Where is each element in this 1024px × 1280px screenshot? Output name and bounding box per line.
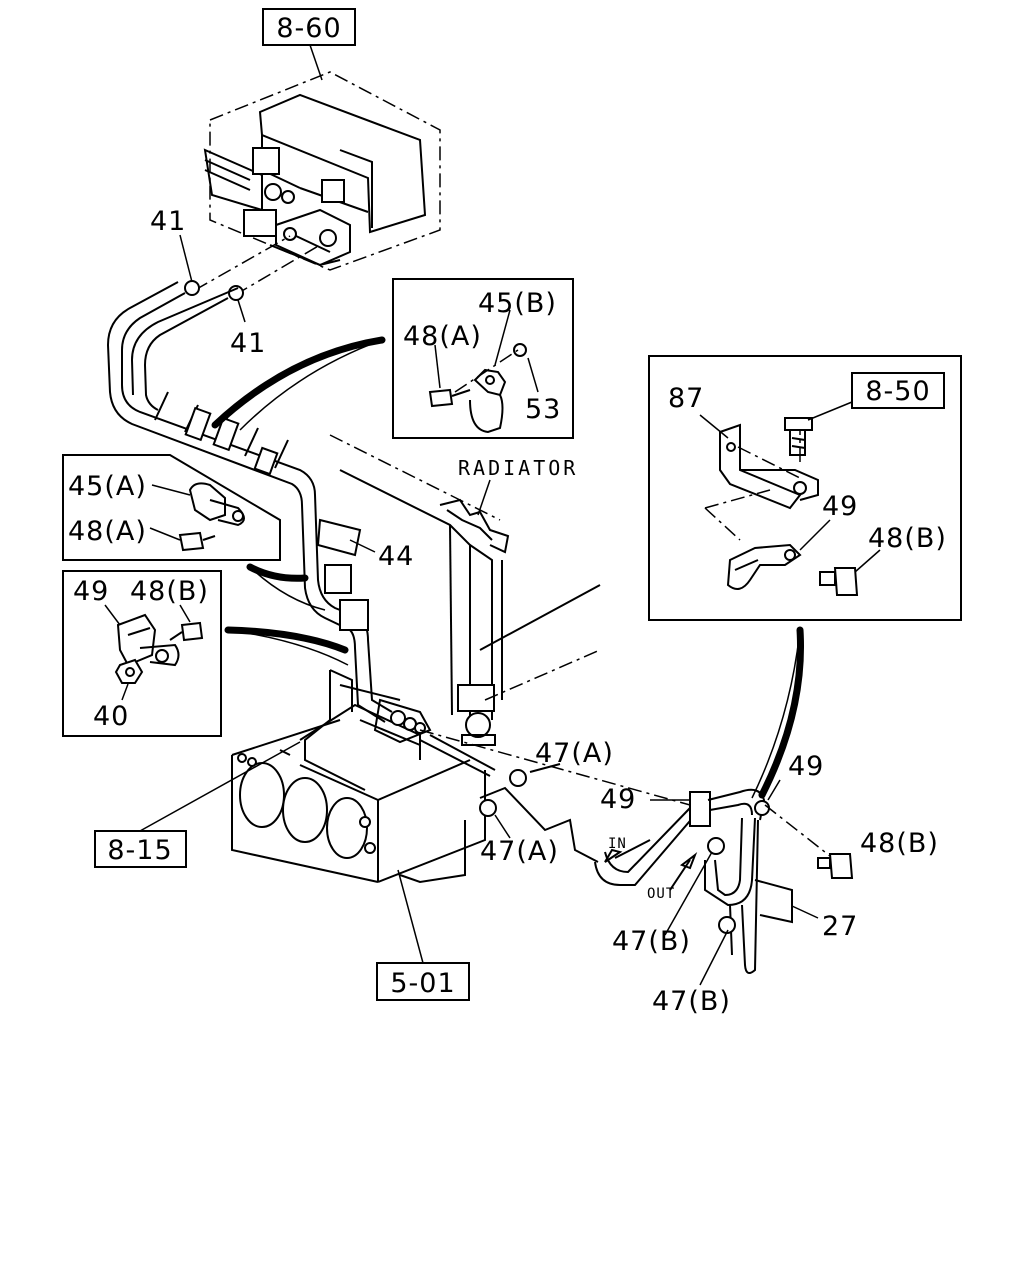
label-47b-bottom: 47(B) — [652, 986, 731, 1017]
label-48b-detail-c: 48(B) — [130, 576, 209, 607]
label-in: IN — [608, 836, 627, 852]
label-41-top: 41 — [150, 206, 186, 237]
detail-box-49-left — [62, 570, 222, 737]
label-47b-top: 47(B) — [612, 926, 691, 957]
label-45a: 45(A) — [68, 471, 147, 502]
label-48a-detail-a: 48(A) — [68, 516, 147, 547]
label-49-left: 49 — [600, 784, 636, 815]
detail-box-45b — [392, 278, 574, 439]
ref-box-8-50[interactable]: 8-50 — [851, 372, 945, 409]
ref-box-5-01[interactable]: 5-01 — [376, 962, 470, 1001]
ref-box-8-15[interactable]: 8-15 — [94, 830, 187, 868]
ref-8-15-label: 8-15 — [107, 835, 172, 866]
label-47a-bottom: 47(A) — [480, 836, 559, 867]
right-pipes — [594, 788, 831, 975]
frame-crossmember — [231, 584, 601, 884]
label-48b-detail-d: 48(B) — [868, 523, 947, 554]
part-47a-clips — [419, 729, 691, 863]
label-41-bottom: 41 — [230, 328, 266, 359]
label-49-detail-d: 49 — [822, 491, 858, 522]
heater-unit — [203, 71, 441, 271]
valve-block — [373, 698, 496, 777]
ref-box-8-60[interactable]: 8-60 — [262, 8, 356, 46]
label-53: 53 — [525, 394, 561, 425]
ref-8-50-label: 8-50 — [865, 376, 930, 407]
label-27: 27 — [822, 911, 858, 942]
label-44: 44 — [378, 541, 414, 572]
ref-8-60-label: 8-60 — [276, 13, 341, 44]
part-41-clips — [179, 234, 321, 323]
label-47a-top: 47(A) — [535, 738, 614, 769]
label-radiator: RADIATOR — [458, 456, 578, 480]
ref-5-01-label: 5-01 — [390, 968, 455, 999]
label-49-detail-c: 49 — [73, 576, 109, 607]
radiator — [329, 434, 510, 746]
label-87: 87 — [668, 383, 704, 414]
label-48b-main: 48(B) — [860, 828, 939, 859]
label-45b: 45(B) — [478, 288, 557, 319]
label-out: OUT — [647, 886, 675, 902]
part-48b-bolt — [817, 853, 854, 879]
label-48a-detail-b: 48(A) — [403, 321, 482, 352]
detail-box-45a — [62, 454, 281, 561]
label-40: 40 — [93, 701, 129, 732]
heater-hoses — [106, 281, 393, 723]
label-49-right: 49 — [788, 751, 824, 782]
